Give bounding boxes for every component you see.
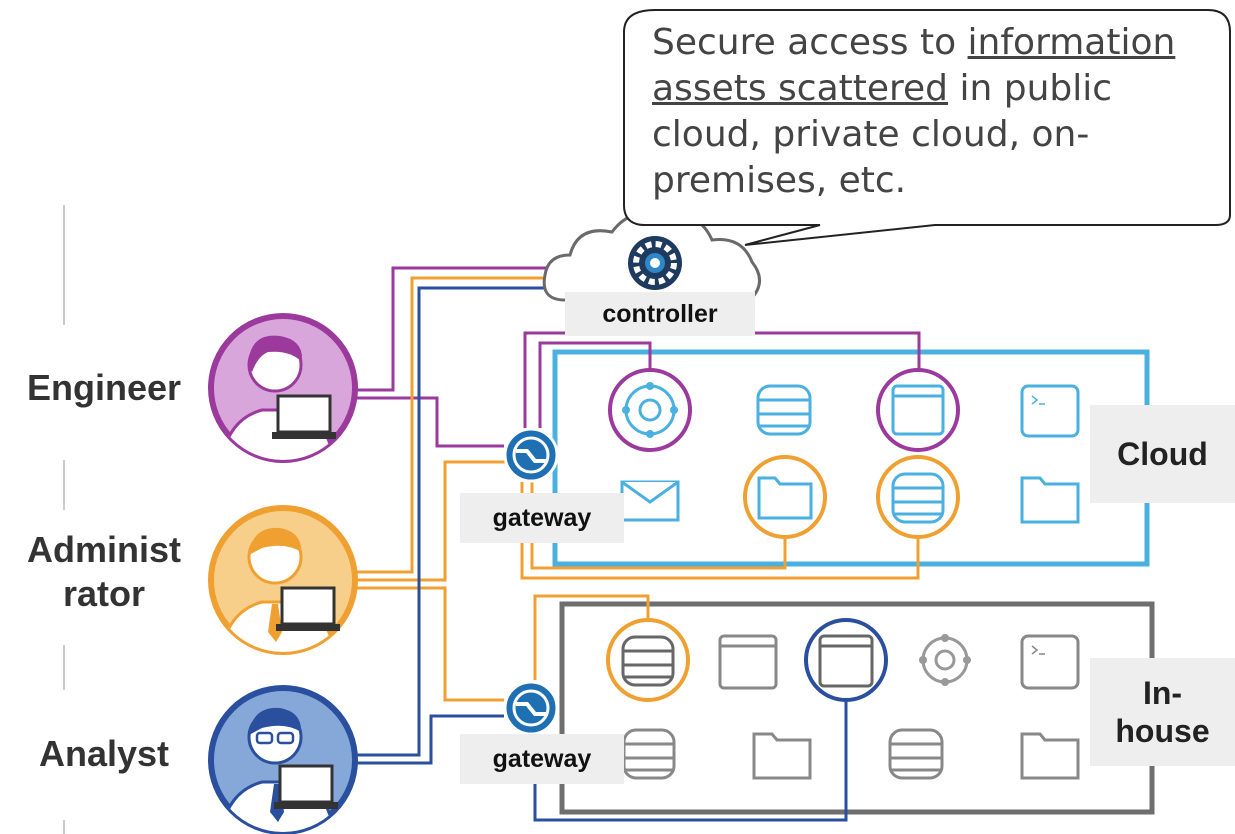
callout-line-3: cloud, private cloud, on- — [652, 114, 1090, 155]
gateway-icon — [503, 427, 559, 483]
inhouse-label-line-2: house — [1115, 713, 1210, 749]
callout-line-4: premises, etc. — [652, 160, 907, 201]
folder-icon — [743, 455, 827, 539]
terminal-icon — [1020, 634, 1080, 690]
analyst-label: Analyst — [38, 733, 170, 774]
mail-icon — [620, 480, 680, 522]
controller-label: controller — [565, 292, 755, 336]
gateway-icon — [503, 680, 559, 736]
callout-highlight-information: information — [967, 22, 1176, 63]
callout-line-1-text: Secure access to — [652, 22, 968, 63]
callout-text: Secure access to information assets scat… — [652, 20, 1212, 204]
gateway-label-inhouse: gateway — [460, 734, 624, 784]
folder-icon — [1020, 476, 1080, 524]
folder-icon — [1020, 732, 1080, 780]
target-icon — [608, 368, 692, 452]
callout-line-2: assets scattered in public — [652, 66, 1212, 112]
target-icon — [919, 634, 971, 686]
callout-line-2-text: in public — [948, 68, 1113, 109]
callout-line-1: Secure access to information — [652, 20, 1212, 66]
database-icon — [756, 384, 812, 436]
analyst-avatar — [208, 685, 358, 834]
gateway-label-cloud: gateway — [460, 493, 624, 543]
administrator-avatar — [208, 505, 358, 655]
administrator-label-line-2: rator — [62, 573, 146, 614]
gear-icon — [628, 236, 682, 290]
administrator-label-line-1: Administ — [26, 529, 181, 570]
speech-bubble — [623, 9, 1231, 246]
database-icon — [622, 728, 676, 780]
window-icon — [718, 634, 778, 690]
terminal-icon — [1020, 384, 1080, 438]
cloud-label: Cloud — [1090, 405, 1235, 503]
engineer-label: Engineer — [26, 367, 182, 408]
inhouse-label: In- house — [1090, 658, 1235, 766]
engineer-avatar — [208, 313, 358, 463]
inhouse-label-line-1: In- — [1142, 675, 1183, 711]
database-icon — [876, 455, 960, 539]
folder-icon — [752, 732, 812, 780]
callout-highlight-assets: assets scattered — [652, 68, 949, 109]
administrator-label: Administ rator — [6, 528, 202, 616]
database-icon — [888, 728, 944, 780]
window-icon — [804, 618, 888, 702]
database-icon — [606, 618, 690, 702]
window-icon — [876, 368, 960, 452]
